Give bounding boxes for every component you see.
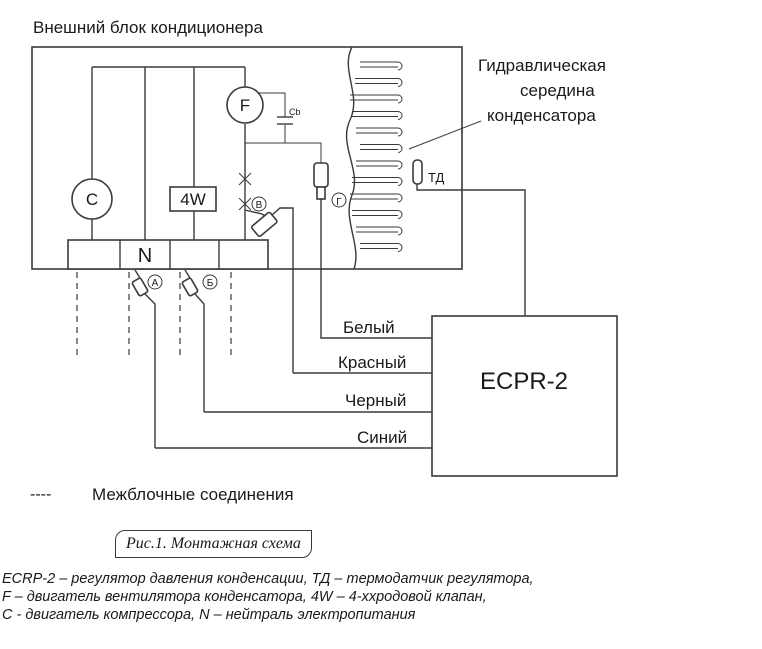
capacitor-label: Cb bbox=[289, 107, 301, 117]
coil-tube bbox=[352, 111, 403, 120]
connector-a-label: А bbox=[152, 278, 159, 289]
wire-label-blue: Синий bbox=[357, 428, 407, 447]
notes-block: ECRP-2 – регулятор давления конденсации,… bbox=[0, 570, 762, 624]
neutral-terminal-label: N bbox=[138, 245, 152, 267]
coil-tube bbox=[356, 226, 403, 236]
thermo-sensor-label: ТД bbox=[428, 170, 445, 185]
coil-tube bbox=[355, 78, 403, 87]
coil-edge bbox=[345, 46, 357, 270]
coil-tube bbox=[356, 127, 403, 137]
connector-v-symbol bbox=[244, 196, 294, 373]
valve-4w-label: 4W bbox=[180, 190, 206, 209]
connector-g-symbol bbox=[313, 162, 347, 328]
note-line-2: F – двигатель вентилятора конденсатора, … bbox=[2, 589, 487, 605]
wire-label-white: Белый bbox=[343, 318, 395, 337]
fan-motor-symbol bbox=[226, 86, 264, 124]
coil-tube bbox=[356, 160, 403, 170]
outdoor-unit-frame bbox=[31, 46, 463, 270]
capacitor-wiring bbox=[245, 92, 322, 163]
outdoor-unit-title: Внешний блок кондиционера bbox=[33, 18, 263, 37]
figure-caption: Рис.1. Монтажная схема bbox=[115, 530, 312, 558]
coil-tube bbox=[352, 177, 403, 186]
condenser-coil bbox=[345, 46, 403, 270]
note-line-3: C - двигатель компрессора, N – нейтраль … bbox=[2, 607, 416, 623]
wire-white bbox=[320, 328, 432, 339]
fan-motor-label: F bbox=[240, 96, 250, 115]
legend-text: Межблочные соединения bbox=[92, 485, 294, 504]
break-mark-lower bbox=[238, 197, 252, 211]
coil-tube bbox=[350, 193, 403, 203]
compressor-symbol bbox=[71, 178, 113, 220]
connector-v-label: В bbox=[256, 200, 263, 211]
coil-tube bbox=[360, 61, 403, 71]
coil-tube bbox=[360, 243, 403, 252]
coil-tube bbox=[352, 210, 403, 219]
condenser-label-line3: конденсатора bbox=[487, 106, 596, 125]
regulator-box bbox=[431, 315, 618, 477]
wire-label-red: Красный bbox=[338, 353, 406, 372]
legend-symbol: ---- bbox=[30, 486, 51, 503]
wire-label-black: Черный bbox=[345, 391, 406, 410]
note-line-1: ECRP-2 – регулятор давления конденсации,… bbox=[2, 571, 534, 587]
connector-g-label: Г bbox=[336, 197, 342, 208]
condenser-pointer bbox=[408, 120, 482, 150]
compressor-label: C bbox=[86, 190, 98, 209]
condenser-label-line2: середина bbox=[520, 81, 595, 100]
connector-a-symbol bbox=[131, 269, 163, 448]
condenser-label-line1: Гидравлическая bbox=[478, 56, 606, 75]
terminal-block bbox=[67, 239, 269, 270]
coil-tube bbox=[360, 144, 403, 153]
thermo-sensor-symbol bbox=[412, 159, 526, 316]
coil-tube bbox=[350, 94, 403, 104]
valve-4w-symbol bbox=[169, 186, 217, 212]
connector-b-symbol bbox=[181, 269, 218, 412]
break-mark-upper bbox=[238, 172, 252, 186]
connector-b-label: Б bbox=[207, 278, 214, 289]
regulator-label: ECPR-2 bbox=[480, 368, 568, 395]
